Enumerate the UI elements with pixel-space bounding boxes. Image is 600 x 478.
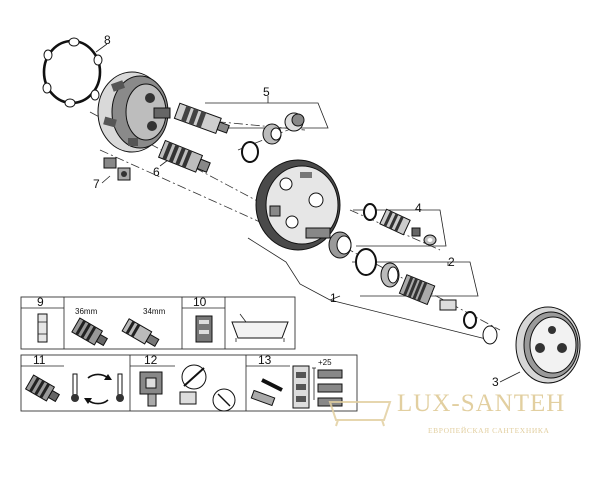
fittings-7: [103, 157, 131, 181]
callout-6: 6: [153, 165, 160, 179]
valve-body: [97, 71, 171, 153]
spare-13: 13: [258, 353, 272, 367]
spare-36mm-cartridge: [71, 317, 109, 347]
bathtub-logo: [328, 401, 392, 427]
spares-table: 9 36mm 34mm 10 11 12 13 +25: [20, 295, 358, 412]
spare-bathtub: [231, 313, 289, 342]
spare-9-sleeve: [37, 313, 48, 343]
dimension-label: +25: [318, 358, 332, 367]
callout-1: 1: [330, 291, 337, 305]
callout-numbers: 8 5 6 7 4 2 1 3: [93, 33, 499, 389]
callout-5: 5: [263, 85, 270, 99]
cover-plate-3: [515, 306, 581, 384]
parts-4: [363, 203, 437, 246]
spare-34mm-cartridge: [121, 318, 160, 348]
nut-5: [262, 123, 282, 145]
callout-8: 8: [104, 33, 111, 47]
watermark-brand: LUX-SANTEH: [397, 390, 565, 417]
cartridge-6: [157, 139, 211, 173]
spare-11: 11: [33, 353, 46, 367]
callout-3: 3: [492, 375, 499, 389]
watermark: LUX-SANTEH ЕВРОПЕЙСКАЯ САНТЕХНИКА: [328, 390, 565, 435]
callout-7: 7: [93, 177, 100, 191]
spare-12: 12: [144, 353, 158, 367]
size-36mm: 36mm: [75, 307, 98, 316]
spare-12-parts: [139, 364, 236, 412]
seal-ring-8: [42, 37, 103, 108]
callout-4: 4: [415, 201, 422, 215]
callout-2: 2: [448, 255, 455, 269]
temperature-cycle-icon: [71, 373, 124, 405]
spare-10: 10: [193, 295, 207, 309]
spare-11-cartridge: [24, 374, 61, 403]
cartridge-5: [173, 102, 305, 163]
spare-9: 9: [37, 295, 44, 309]
mounting-plate: [255, 159, 341, 251]
cap-5: [284, 112, 305, 132]
size-34mm: 34mm: [143, 307, 166, 316]
parts-1-2: [328, 231, 498, 345]
spare-10-insert: [195, 315, 213, 343]
watermark-tagline: ЕВРОПЕЙСКАЯ САНТЕХНИКА: [428, 426, 549, 435]
